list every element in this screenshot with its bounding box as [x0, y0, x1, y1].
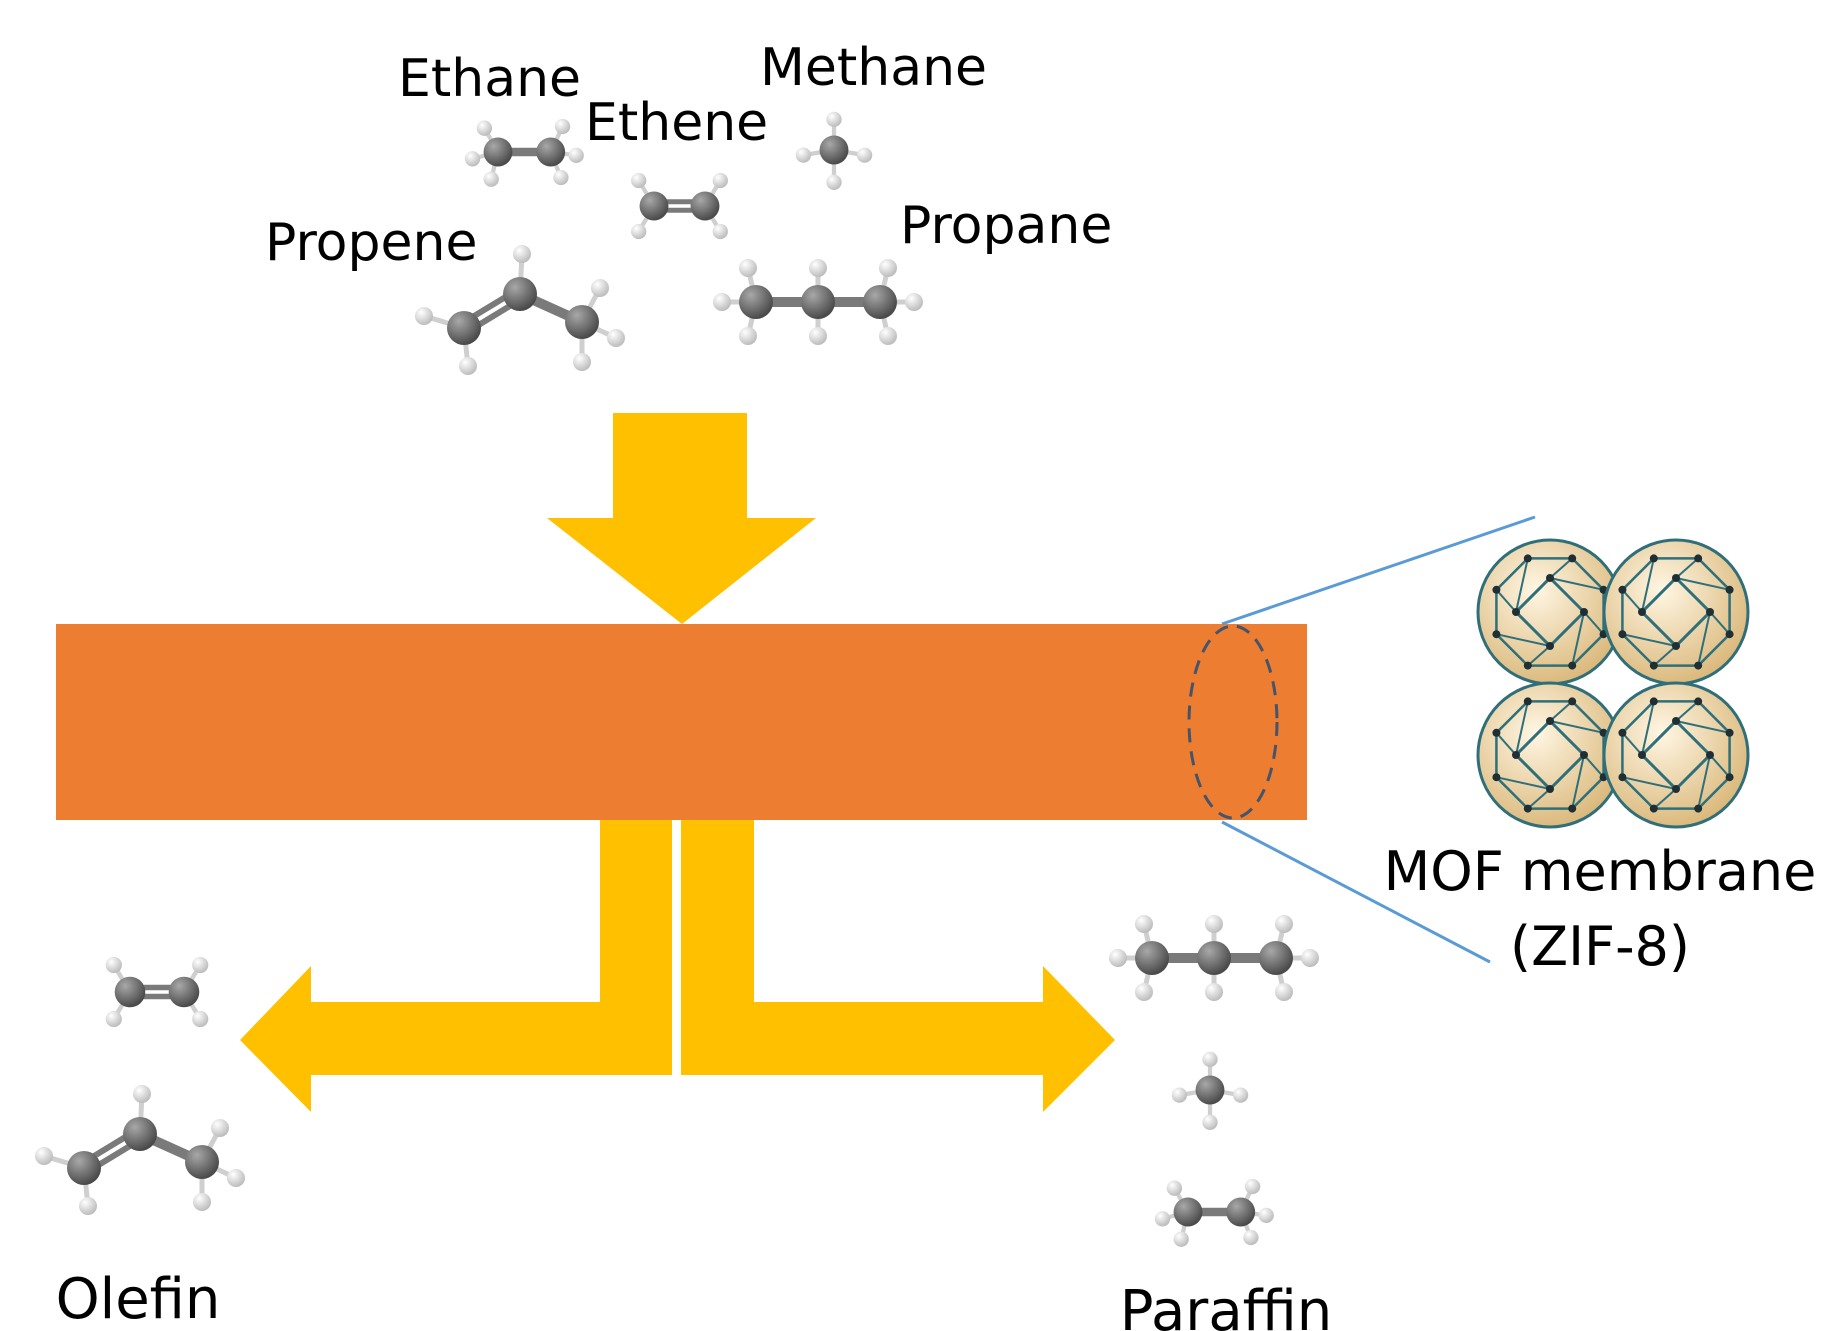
molecule-propene-feed-icon: [415, 245, 625, 375]
label-ethane: Ethane: [398, 49, 581, 109]
paraffin-outlet-arrow: [681, 820, 1115, 1112]
molecule-propane-feed-icon: [713, 259, 923, 345]
molecule-ethane-feed-icon: [464, 118, 584, 187]
molecule-propane-paraffin-icon: [1109, 915, 1319, 1001]
molecule-methane-paraffin-icon: [1171, 1051, 1249, 1130]
molecule-ethene-feed-icon: [631, 172, 728, 240]
molecule-ethane-paraffin-icon: [1154, 1178, 1274, 1247]
zoom-line-top: [1221, 515, 1536, 626]
label-methane: Methane: [760, 38, 987, 98]
zoom-line-bottom: [1221, 820, 1491, 964]
label-propane: Propane: [900, 196, 1112, 256]
mof-zif8-icon: [1476, 538, 1750, 829]
zoom-ellipse: [1187, 624, 1279, 820]
label-ethene: Ethene: [585, 93, 768, 153]
olefin-outlet-arrow: [240, 820, 672, 1112]
label-paraffin: Paraffin: [1120, 1279, 1333, 1331]
molecule-methane-feed-icon: [795, 111, 873, 190]
molecule-propene-olefin-icon: [35, 1085, 245, 1215]
label-zif8: (ZIF-8): [1510, 915, 1690, 978]
molecule-ethene-olefin-icon: [105, 956, 209, 1028]
label-mof-membrane: MOF membrane: [1384, 840, 1817, 903]
label-propene: Propene: [265, 213, 477, 273]
membrane-bar: [56, 624, 1307, 820]
label-olefin: Olefin: [56, 1267, 221, 1331]
feed-arrow: [547, 413, 816, 624]
